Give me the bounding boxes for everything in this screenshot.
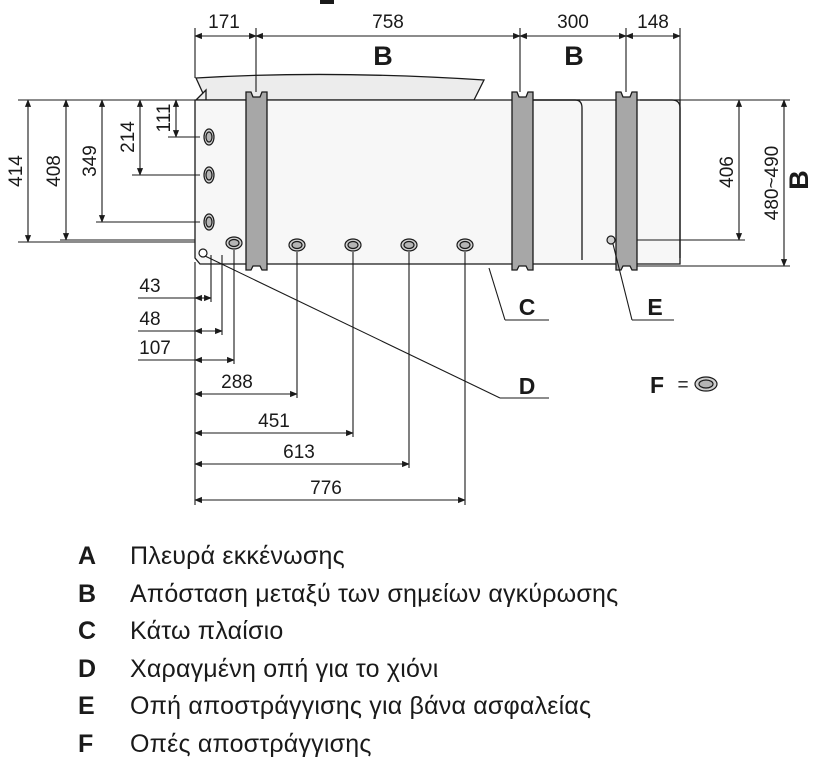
dim-414: 414 [6, 155, 27, 187]
legend-text: Χαραγμένη οπή για το χιόνι [130, 654, 439, 683]
snow-hole [198, 248, 208, 258]
left-dimensions [18, 99, 200, 243]
drain-holes [225, 236, 474, 252]
legend-text: Πλευρά εκκένωσης [130, 542, 345, 571]
a-marker-top [320, 0, 334, 4]
legend-key: B [78, 579, 97, 608]
dim-776: 776 [310, 478, 342, 499]
legend-key: C [78, 617, 97, 646]
callout-f: F [650, 372, 664, 398]
callout-c: C [519, 294, 536, 320]
dim-758: 758 [372, 12, 404, 33]
dim-43: 43 [139, 276, 160, 297]
callout-e: E [647, 294, 662, 320]
callout-d: D [519, 373, 536, 399]
dim-171: 171 [208, 12, 240, 33]
dimension-drawing: 171 758 300 148 B B 414 408 349 214 111 … [6, 0, 814, 505]
b-label-right: B [784, 170, 814, 190]
anchor-bar-2 [511, 91, 534, 271]
legend-key: D [78, 654, 97, 683]
legend-key: F [78, 729, 94, 758]
legend-text: Οπή αποστράγγισης για βάνα ασφαλείας [130, 692, 592, 721]
anchor-bars [245, 91, 638, 271]
top-dimensions [194, 28, 681, 100]
callout-leaders [204, 243, 674, 399]
legend-text: Οπές αποστράγγισης [130, 729, 372, 758]
top-rim [195, 73, 486, 101]
b-label-1: B [373, 41, 393, 71]
anchor-bar-1 [245, 91, 268, 271]
legend-key: A [78, 542, 97, 571]
legend-item-c: C Κάτω πλαίσιο [78, 613, 618, 651]
anchor-bar-3 [615, 91, 638, 271]
dim-613: 613 [283, 442, 315, 463]
legend-key: E [78, 692, 95, 721]
dim-214: 214 [118, 121, 139, 153]
safety-valve-hole [606, 235, 616, 245]
legend-text: Απόσταση μεταξύ των σημείων αγκύρωσης [130, 579, 619, 608]
dim-148: 148 [637, 12, 669, 33]
dim-408: 408 [44, 155, 65, 187]
b-label-2: B [564, 41, 584, 71]
unit-outline [194, 73, 681, 265]
dim-406: 406 [717, 156, 738, 188]
unit-body [194, 99, 681, 265]
bottom-dimensions [138, 250, 466, 505]
dim-480-490: 480~490 [762, 146, 783, 221]
legend-item-e: E Οπή αποστράγγισης για βάνα ασφαλείας [78, 688, 618, 726]
dim-111: 111 [154, 104, 175, 133]
legend-item-a: A Πλευρά εκκένωσης [78, 538, 618, 576]
right-dimensions [637, 99, 790, 267]
dim-300: 300 [557, 12, 589, 33]
dim-107: 107 [139, 338, 171, 359]
dim-349: 349 [80, 145, 101, 177]
legend-item-f: F Οπές αποστράγγισης [78, 726, 618, 764]
dim-451: 451 [258, 411, 290, 432]
dim-288: 288 [221, 372, 253, 393]
legend: A Πλευρά εκκένωσης B Απόσταση μεταξύ των… [78, 538, 618, 763]
side-holes [203, 128, 215, 231]
legend-item-d: D Χαραγμένη οπή για το χιόνι [78, 651, 618, 689]
callout-f-equals: = [677, 375, 688, 396]
legend-item-b: B Απόσταση μεταξύ των σημείων αγκύρωσης [78, 576, 618, 614]
dim-48: 48 [139, 309, 160, 330]
drain-hole-symbol [694, 376, 718, 392]
legend-text: Κάτω πλαίσιο [130, 617, 284, 646]
